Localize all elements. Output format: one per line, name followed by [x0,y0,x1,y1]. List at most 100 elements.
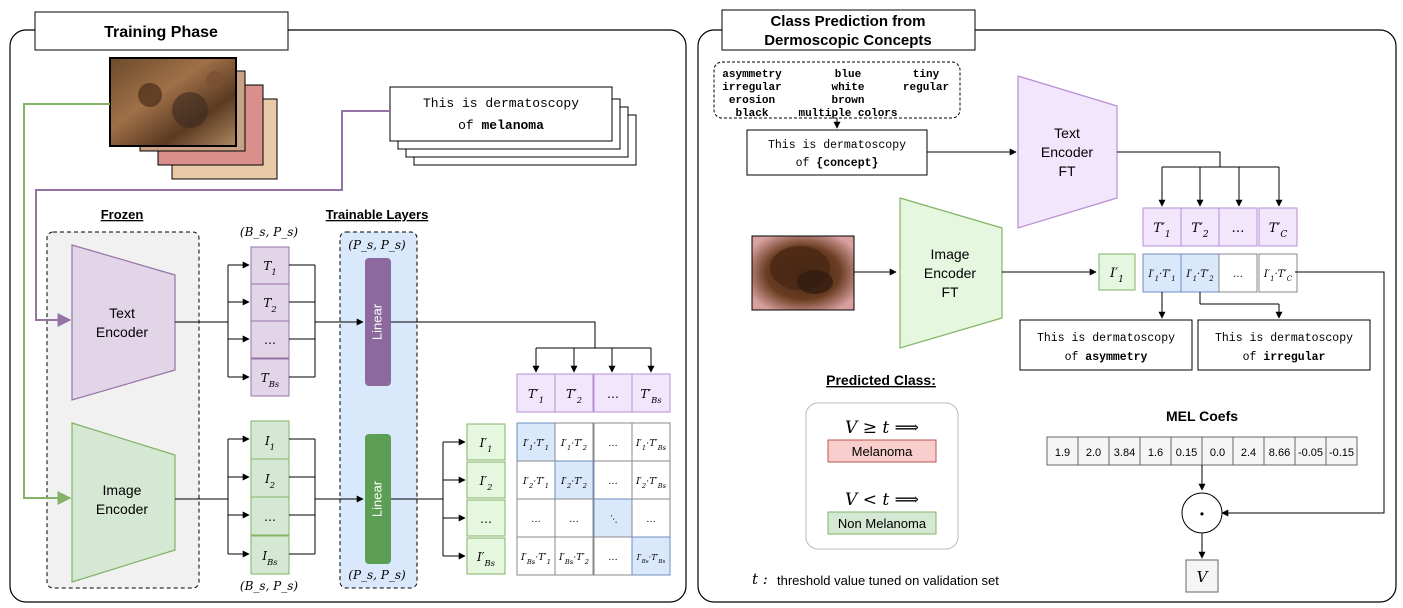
trainable-label: Trainable Layers [326,207,429,222]
projected-text-token-label: T′1 [528,387,544,405]
mel-coef-cell [1294,436,1327,466]
projected-image-token-cell [466,499,506,537]
concept-token-label: … [1232,221,1245,236]
mel-coefs-label: MEL Coefs [1166,408,1238,424]
similarity-cell-label: … [608,552,618,563]
similarity-cell-label: I′1·T′2 [560,438,587,452]
image-linear-label: Linear [369,480,384,517]
projected-text-token-cell [554,373,594,413]
concept-word: black [735,108,768,120]
training-phase-panel: Training Phase This is dermatoscopy of m… [9,11,687,603]
concept-token-cell [1258,207,1298,247]
image-token-cell [250,458,290,498]
text-linear-label: Linear [369,303,384,340]
concept-word: brown [831,95,864,107]
projected-image-token-label: I′1 [479,436,493,454]
training-prompt-line1: This is dermatoscopy [423,96,579,111]
similarity-cell-label: I′2·T′1 [522,476,549,490]
concept-score-label: I′1·T′1 [1147,269,1175,283]
projected-image-token-label: … [480,512,492,526]
concept-word: white [831,82,864,94]
similarity-cell-label: I′Bs·T′2 [558,552,589,566]
projected-image-token-cell [466,461,506,499]
class-prediction-title-box [721,9,976,51]
concept-word: asymmetry [722,69,782,81]
similarity-cell-label: I′Bs·T′Bs [636,553,666,565]
similarity-cell-label: … [569,514,579,525]
similarity-cell [554,460,594,500]
similarity-cell [554,536,594,576]
mel-coef-cell [1108,436,1141,466]
example-prompt-irregular [1197,319,1371,371]
text-token-label: T2 [263,296,276,314]
concept-score-cell [1218,253,1258,293]
concept-word: erosion [729,95,775,107]
rule-non-melanoma: V < t ⟹ [845,490,919,510]
projected-text-token-label: T′Bs [640,387,662,405]
mel-coef-value: 1.6 [1148,447,1163,459]
similarity-cell-label: I′2·T′Bs [635,476,667,490]
text-token-label: … [264,333,276,347]
mel-coef-value: -0.15 [1329,447,1354,459]
image-encoder-ft-label-3: FT [941,284,959,300]
concept-word: tiny [913,69,940,81]
image-encoder-ft-block [899,197,1003,349]
concept-token-label: T′2 [1191,221,1209,240]
training-phase-title-box [34,11,289,51]
prompt-asymmetry-line1: This is dermatoscopy [1037,332,1175,345]
image-token-cell [250,420,290,460]
dermoscopy-image-stack [109,57,278,180]
frozen-label: Frozen [101,207,144,222]
mel-coef-value: 2.4 [1241,447,1256,459]
mel-coef-cell [1325,436,1358,466]
output-v-label: V [1197,568,1210,586]
similarity-cell-label: I′2·T′2 [560,476,587,490]
text-encoder-label-1: Text [109,305,135,321]
concept-word: irregular [722,82,781,94]
concept-score-cell [1180,253,1220,293]
template-prompt-line1: This is dermatoscopy [768,139,906,152]
projected-image-token-cell [466,423,506,461]
class-non-melanoma: Non Melanoma [838,516,927,531]
similarity-cell-label: … [531,514,541,525]
mel-coef-cell [1232,436,1265,466]
concept-token-label: T′C [1269,221,1288,240]
similarity-cell-label: … [608,476,618,487]
projected-image-token-label: I′Bs [476,550,496,568]
text-token-label: T1 [263,259,276,277]
dim-linear-bottom: (P_s, P_s) [348,568,406,582]
mel-coef-value: -0.05 [1298,447,1323,459]
projected-text-token-cell [631,373,671,413]
similarity-cell [554,422,594,462]
projected-text-token-label: T′2 [566,387,582,405]
concept-score-cell [1142,253,1182,293]
image-encoder-label-1: Image [103,482,142,498]
text-encoder-label-2: Encoder [96,324,148,340]
concept-score-label: I′1·T′2 [1185,269,1214,283]
image-token-label: I1 [264,434,275,452]
concept-word: multiple colors [798,108,897,120]
concept-template-prompt [746,129,928,176]
example-prompt-asymmetry [1019,319,1193,371]
threshold-symbol: t : [752,570,768,588]
prompt-irregular-line2: of irregular [1243,351,1326,364]
text-encoder-ft-label-1: Text [1054,125,1080,141]
text-encoder-ft-label-2: Encoder [1041,144,1093,160]
concept-token-cell [1218,207,1258,247]
fan-out-connectors [175,261,655,560]
similarity-cell [593,536,633,576]
projected-image-token-column: I′1I′2…I′Bs [466,423,506,575]
text-prompt-stack: This is dermatoscopy of melanoma [389,86,637,166]
similarity-cell-label: ⋱ [608,514,618,525]
image-token-i1-label: I′1 [1109,266,1124,285]
class-prediction-title-1: Class Prediction from [770,13,925,30]
template-prompt-line2: of {concept} [796,157,879,170]
class-melanoma-box [827,439,937,463]
image-token-label: … [264,510,276,524]
